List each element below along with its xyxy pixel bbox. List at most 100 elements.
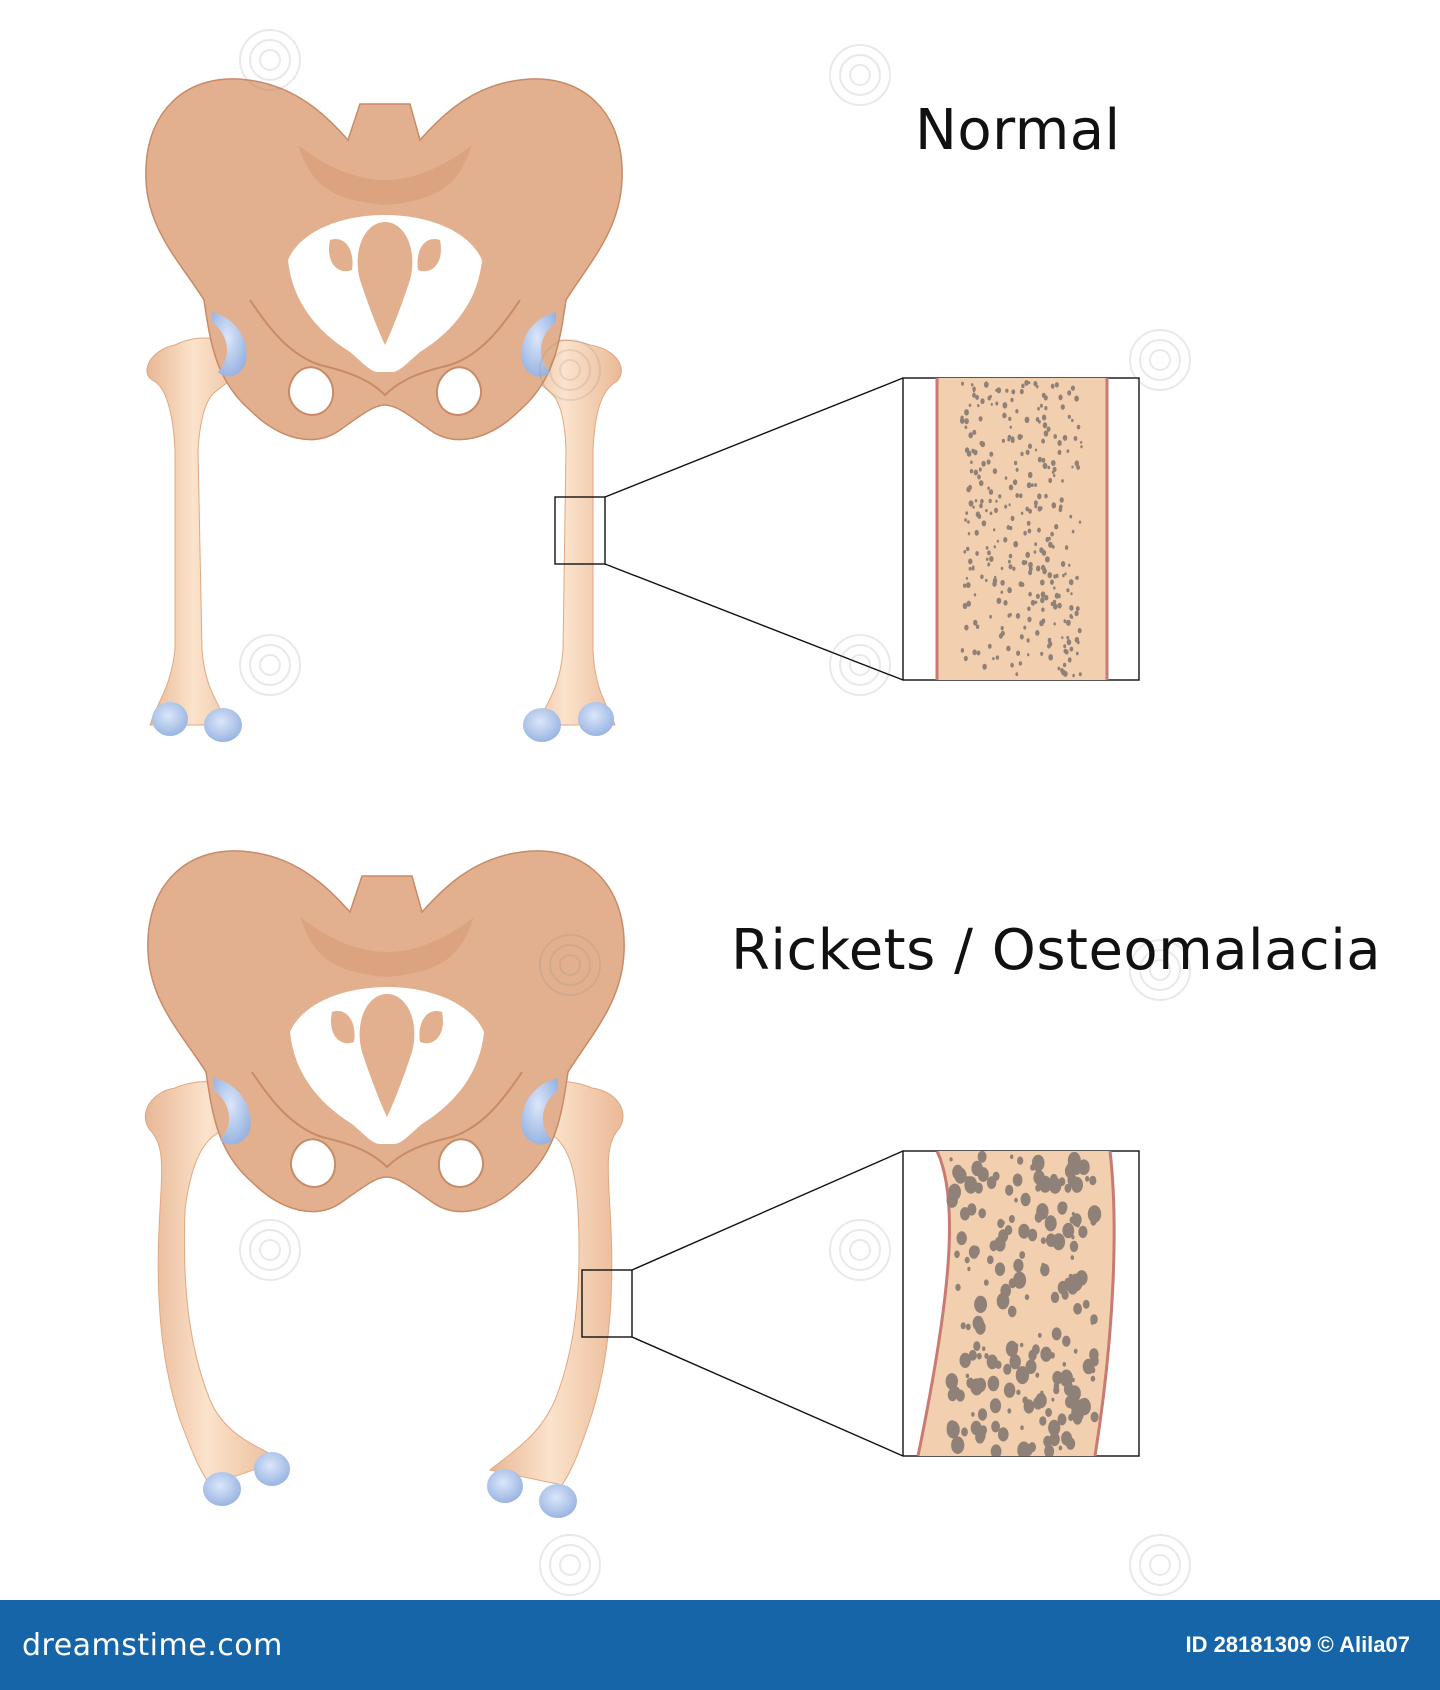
- bone-pore: [1022, 1396, 1028, 1404]
- bone-pore: [992, 657, 995, 661]
- bone-pore: [1069, 605, 1074, 611]
- bone-pore: [1064, 572, 1067, 576]
- bone-pore: [1012, 1173, 1023, 1187]
- bone-pore: [964, 624, 969, 631]
- rickets-label: Rickets / Osteomalacia: [731, 918, 1382, 983]
- bone-pore: [1008, 416, 1012, 421]
- footer-bar: dreamstime.com ID 28181309 © Alila07: [0, 1600, 1440, 1690]
- bone-pore: [994, 1406, 999, 1411]
- bone-pore: [1051, 1327, 1062, 1341]
- bone-pore: [1037, 456, 1042, 463]
- bone-pore: [1042, 422, 1048, 429]
- bone-pore: [1012, 479, 1018, 486]
- bone-pore: [1051, 502, 1057, 509]
- normal-zoom-callout: [554, 377, 1140, 681]
- bone-pore: [1053, 574, 1057, 579]
- bone-pore: [990, 1444, 1002, 1456]
- bone-pore: [955, 1283, 961, 1291]
- bone-pore: [965, 1373, 970, 1379]
- bone-pore: [1014, 1197, 1018, 1203]
- rickets-hip-joints: [214, 1078, 558, 1145]
- bone-pore: [989, 614, 992, 619]
- bone-pore: [1040, 591, 1046, 598]
- bone-pore: [975, 511, 981, 518]
- bone-pore: [1028, 508, 1032, 514]
- bone-pore: [966, 450, 972, 457]
- bone-pore: [1027, 471, 1033, 479]
- bone-pore: [968, 484, 972, 490]
- bone-pore: [1018, 1223, 1030, 1239]
- bone-pore: [1080, 445, 1083, 449]
- bone-pore: [997, 1218, 1005, 1229]
- watermark-ring: [239, 29, 301, 91]
- bone-pore: [966, 600, 971, 607]
- bone-pore: [996, 387, 1002, 394]
- bone-pore: [987, 486, 990, 490]
- bone-pore: [1044, 1215, 1057, 1232]
- bone-pore: [1074, 395, 1079, 402]
- rickets-bone-pores: [945, 1151, 1102, 1456]
- bone-pore: [1013, 1258, 1024, 1273]
- bone-pore: [1008, 1215, 1015, 1223]
- bone-pore: [987, 563, 990, 567]
- bone-pore: [1024, 1294, 1030, 1300]
- bone-pore: [1050, 383, 1055, 389]
- bone-pore: [995, 388, 998, 392]
- bone-pore: [1020, 1192, 1031, 1207]
- bone-pore: [1068, 563, 1071, 567]
- bone-pore: [1019, 1251, 1026, 1259]
- bone-pore: [1011, 389, 1016, 395]
- bone-pore: [1057, 1280, 1069, 1295]
- bone-pore: [1041, 438, 1045, 444]
- bone-pore: [969, 469, 974, 474]
- bone-pore: [1068, 579, 1074, 586]
- bone-pore: [1045, 556, 1050, 563]
- bone-pore: [1052, 599, 1057, 605]
- watermark-ring: [539, 1534, 601, 1596]
- bone-pore: [975, 394, 979, 400]
- bone-pore: [964, 1256, 970, 1264]
- bone-pore: [1039, 620, 1044, 627]
- bone-pore: [1020, 1342, 1024, 1348]
- watermark-ring: [259, 654, 281, 676]
- bone-pore: [1004, 504, 1008, 509]
- bone-pore: [1062, 1335, 1071, 1347]
- bone-pore: [1024, 380, 1029, 386]
- bone-pore: [996, 539, 1000, 543]
- bone-pore: [1007, 1305, 1017, 1318]
- bone-pore: [968, 432, 973, 439]
- bone-pore: [1057, 440, 1062, 446]
- bone-pore: [972, 429, 977, 435]
- bone-pore: [1062, 1361, 1067, 1367]
- bone-pore: [1008, 503, 1011, 507]
- bone-pore: [978, 416, 983, 422]
- bone-pore: [1089, 1175, 1097, 1186]
- bone-pore: [977, 1151, 987, 1163]
- bone-pore: [976, 1352, 982, 1360]
- bone-pore: [995, 655, 1000, 660]
- bone-pore: [1013, 541, 1019, 548]
- bone-pore: [1027, 653, 1030, 657]
- normal-left-femur: [146, 337, 251, 742]
- bone-pore: [985, 557, 989, 561]
- bone-pore: [998, 494, 1002, 499]
- bone-pore: [987, 643, 992, 649]
- bone-pore: [1016, 1389, 1021, 1396]
- bone-pore: [1009, 612, 1012, 617]
- bone-pore: [975, 1298, 980, 1305]
- bone-pore: [1003, 1382, 1016, 1398]
- bone-pore: [1033, 1396, 1043, 1410]
- bone-pore: [1012, 566, 1016, 571]
- bone-pore: [1090, 1320, 1095, 1325]
- bone-pore: [1057, 1201, 1068, 1215]
- bone-pore: [1030, 599, 1036, 606]
- bone-pore: [1008, 564, 1013, 570]
- bone-pore: [988, 498, 992, 504]
- bone-pore: [972, 1315, 984, 1331]
- bone-pore: [1015, 1366, 1030, 1385]
- watermark-ring: [259, 1239, 281, 1261]
- diagram-stage: Normal Rickets / Osteomalacia: [144, 29, 1382, 1596]
- bone-pore: [1000, 590, 1004, 594]
- bone-pore: [1041, 414, 1047, 421]
- watermark-ring: [249, 39, 291, 81]
